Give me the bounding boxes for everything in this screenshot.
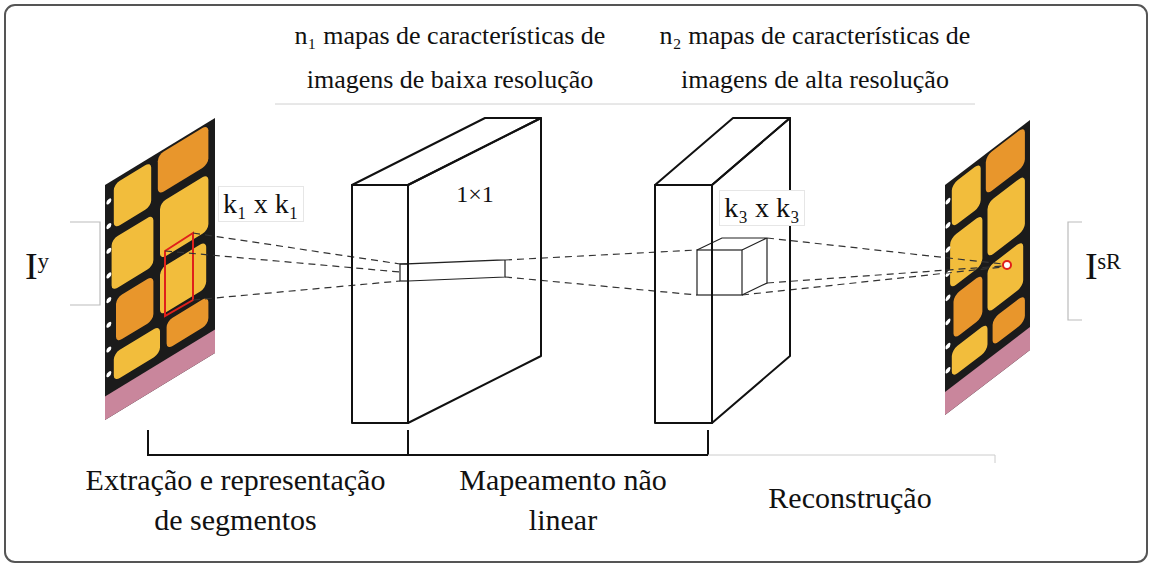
stage-name: Reconstrução	[740, 478, 960, 518]
wing-dot	[945, 221, 950, 230]
image-symbol: Iʸ	[25, 244, 49, 290]
wing-dot	[106, 197, 111, 205]
kernel-size: k₁ x k₁	[218, 186, 304, 222]
stage-bracket	[708, 455, 995, 463]
frame-border	[5, 5, 1147, 562]
stage-name: Extração e representação de segmentos	[78, 460, 393, 540]
wing-dot	[106, 370, 111, 378]
wing-dot	[106, 321, 111, 329]
wing-cell	[116, 275, 153, 342]
flower-ground	[943, 326, 1032, 422]
flower-ground	[103, 328, 217, 426]
wing-dot	[106, 296, 111, 304]
cuboid-face	[655, 185, 712, 423]
wing-dot	[945, 245, 950, 254]
cuboid-face	[352, 118, 541, 185]
wing-dot	[106, 222, 111, 230]
block-heading: n₁ mapas de características de imagens d…	[260, 14, 640, 102]
wing-cell	[114, 162, 151, 229]
wing-dot	[945, 197, 950, 206]
wing-dot	[945, 342, 950, 351]
kernel-size: k₃ x k₃	[719, 190, 805, 226]
patch-window	[165, 233, 193, 316]
output-pixel	[1003, 261, 1011, 269]
stage-name: Mapeamento não linear	[443, 460, 683, 540]
feature-cube	[697, 238, 767, 295]
stage-bracket	[148, 430, 708, 455]
kernel-size: 1×1	[456, 180, 494, 209]
image-symbol: Iˢᴿ	[1085, 244, 1121, 290]
wing-dot	[945, 293, 950, 302]
cuboid-face	[712, 118, 790, 423]
header-rule	[275, 104, 975, 105]
image-bracket	[70, 222, 100, 305]
wing-dot	[106, 271, 111, 279]
wing-dot	[945, 366, 950, 375]
wing-dot	[945, 318, 950, 327]
wing-cell	[954, 274, 983, 340]
projection-lines	[165, 233, 1003, 300]
input-image	[103, 115, 217, 426]
feature-map-block: n₁ mapas de características de imagens d…	[260, 14, 640, 426]
cuboid-face	[408, 118, 541, 423]
wing-cell	[952, 162, 981, 228]
image-bracket	[1068, 222, 1082, 320]
block-heading: n₂ mapas de características de imagens d…	[625, 14, 1005, 102]
cuboid-face	[352, 185, 408, 423]
wing-dot	[106, 247, 111, 255]
feature-slab	[400, 260, 505, 281]
feature-map-block: n₂ mapas de características de imagens d…	[625, 14, 1005, 426]
wing-dot	[106, 345, 111, 353]
